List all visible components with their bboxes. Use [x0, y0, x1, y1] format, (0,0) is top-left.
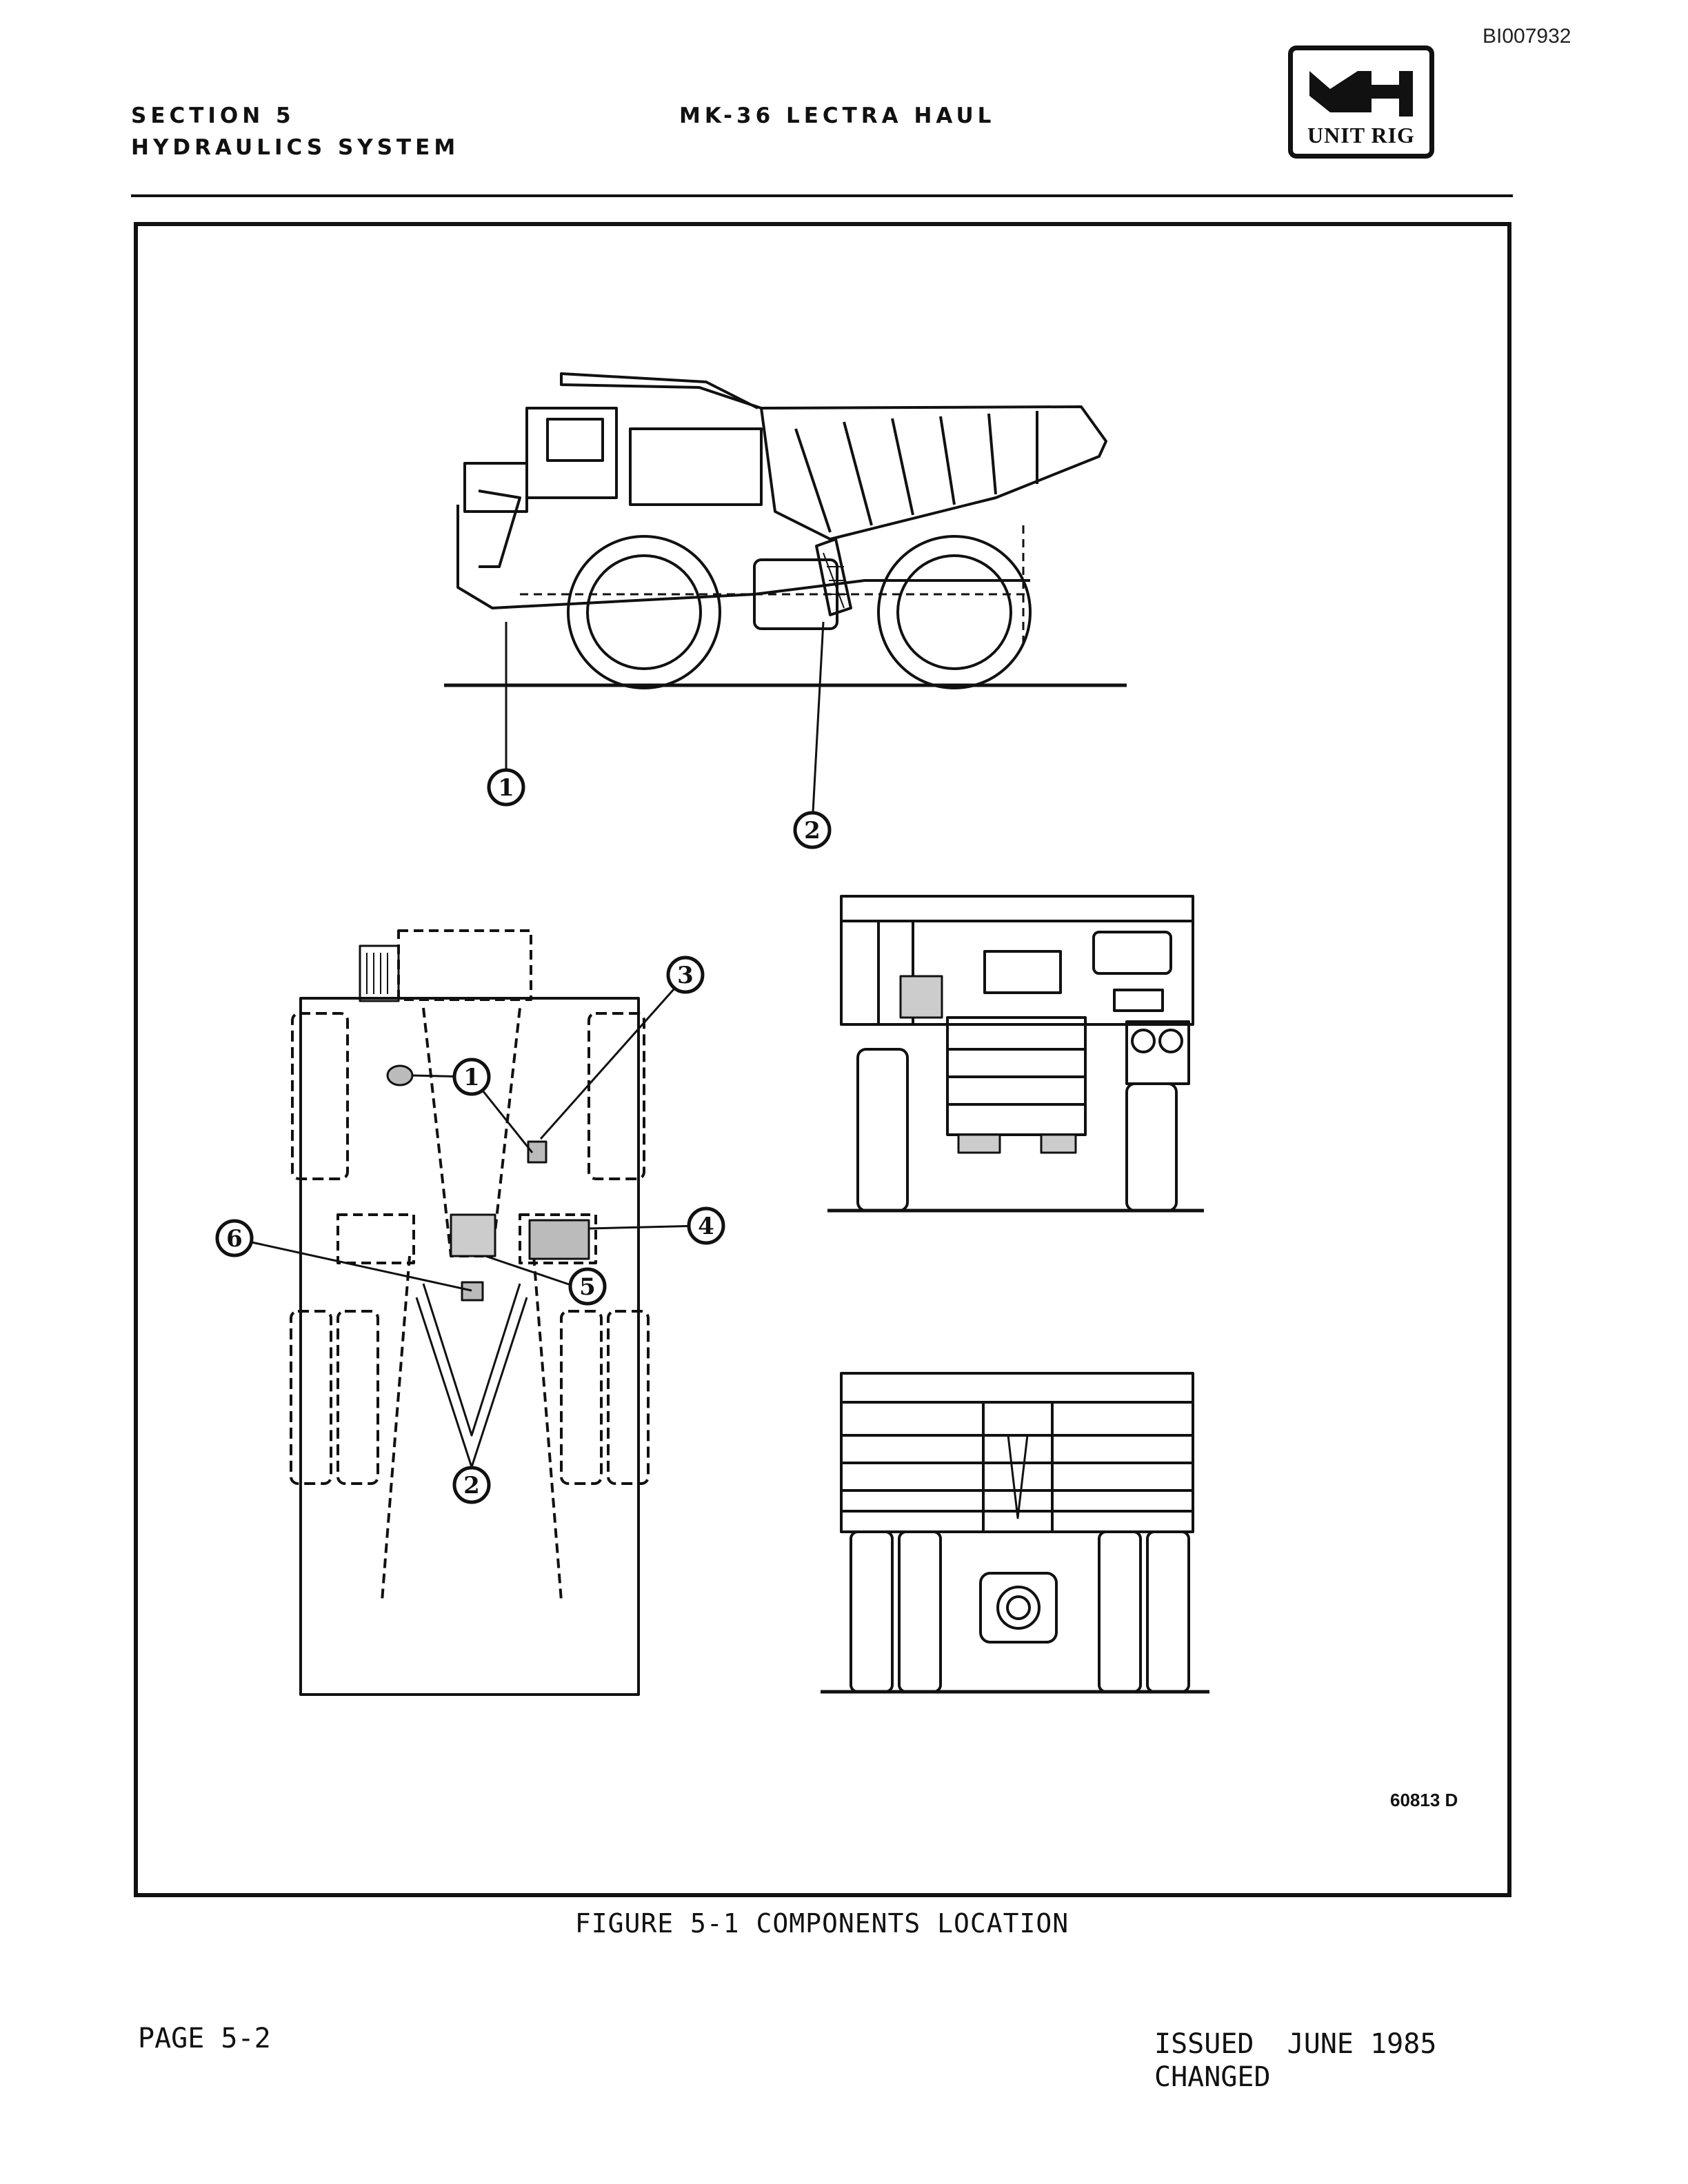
- truck-rear-view: [821, 1372, 1209, 1694]
- changed-label: CHANGED: [1154, 2061, 1271, 2093]
- callout-3-plan: 3: [666, 956, 705, 994]
- section-title: HYDRAULICS SYSTEM: [131, 135, 460, 160]
- callout-label: 6: [226, 1225, 243, 1253]
- model-title: MK-36 LECTRA HAUL: [679, 103, 996, 128]
- callout-6-plan: 6: [215, 1219, 254, 1257]
- page-number: PAGE 5-2: [138, 2023, 271, 2054]
- callout-label: 2: [804, 817, 821, 845]
- truck-plan-view: [245, 929, 703, 1696]
- figure-frame: [134, 222, 1511, 1897]
- issued-date: ISSUED JUNE 1985: [1154, 2028, 1437, 2060]
- callout-label: 1: [463, 1064, 480, 1091]
- unit-rig-logo-icon: UNIT RIG: [1288, 46, 1434, 159]
- header-rule: [131, 194, 1513, 197]
- figure-caption: FIGURE 5-1 COMPONENTS LOCATION: [574, 1908, 1069, 1939]
- callout-4-plan: 4: [687, 1206, 725, 1245]
- figure-number: 60813 D: [1390, 1790, 1458, 1810]
- callout-1-side: 1: [487, 768, 525, 807]
- callout-2-plan: 2: [452, 1466, 491, 1504]
- callout-label: 3: [677, 962, 694, 989]
- callout-1-plan: 1: [452, 1058, 491, 1096]
- callout-label: 2: [463, 1472, 480, 1499]
- truck-side-view: [444, 372, 1127, 813]
- callout-label: 1: [498, 774, 514, 802]
- figure-illustration: 1 2 1 3 4 5 6 2: [215, 372, 1209, 1696]
- callout-5-plan: 5: [568, 1267, 607, 1306]
- section-number: SECTION 5: [131, 103, 295, 128]
- callout-2-side: 2: [793, 811, 832, 849]
- truck-front-view: [827, 895, 1204, 1213]
- callout-label: 4: [698, 1213, 714, 1240]
- document-id: BI007932: [1483, 25, 1571, 48]
- logo-text: UNIT RIG: [1307, 123, 1415, 148]
- callout-label: 5: [579, 1273, 596, 1301]
